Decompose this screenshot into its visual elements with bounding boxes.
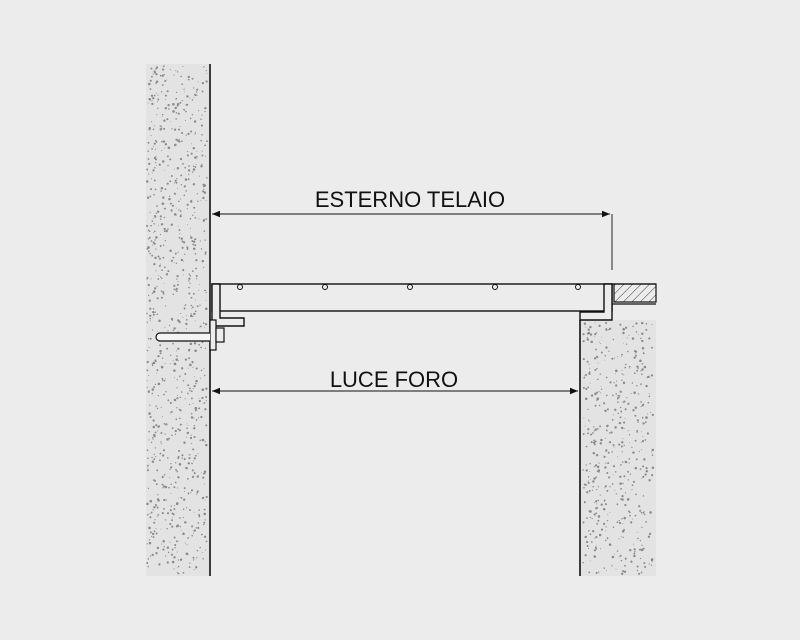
dimension-label-opening: LUCE FORO bbox=[330, 367, 458, 392]
anchor-bracket bbox=[155, 319, 225, 351]
right-ledge bbox=[612, 283, 657, 303]
left-wall bbox=[145, 64, 211, 576]
right-wall-texture bbox=[582, 321, 655, 575]
dimension-outer-frame: ESTERNO TELAIO bbox=[212, 187, 613, 270]
left-wall-texture bbox=[145, 65, 208, 575]
frame-panel bbox=[211, 283, 613, 327]
dimension-opening: LUCE FORO bbox=[212, 367, 578, 395]
right-wall bbox=[579, 303, 656, 576]
dimension-label-outer-frame: ESTERNO TELAIO bbox=[315, 187, 505, 212]
